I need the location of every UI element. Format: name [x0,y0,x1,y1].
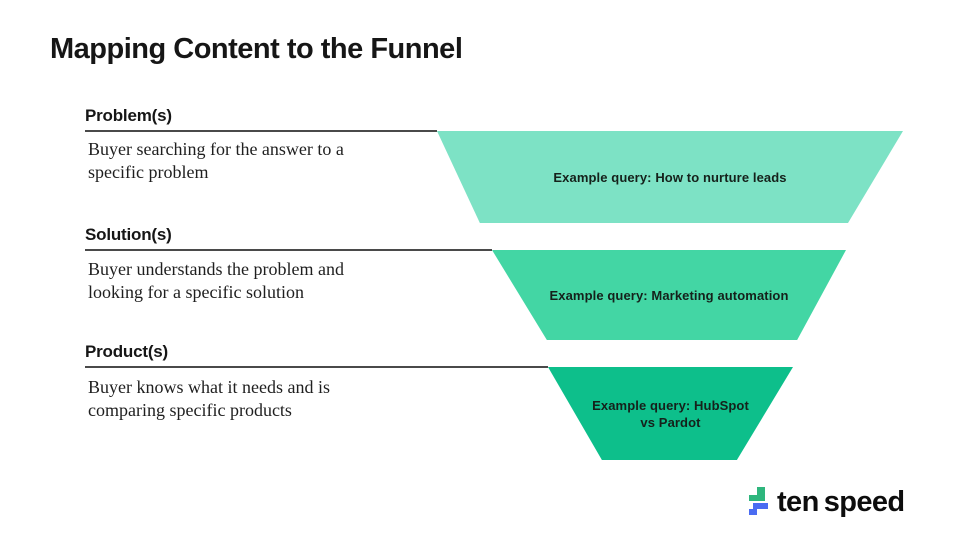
logo-mark-green [749,487,765,501]
logo-mark-blue [749,503,768,515]
funnel-stage-label-problems: Example query: How to nurture leads [553,169,787,185]
funnel-stage-problems: Example query: How to nurture leads [437,131,903,223]
funnel-stage-label-products: Example query: HubSpot vs Pardot [592,397,749,430]
funnel-stage-solutions: Example query: Marketing automation [492,250,846,340]
stage-rule-problems [85,130,437,132]
stage-description-products: Buyer knows what it needs and is compari… [88,377,330,420]
stage-heading-products: Product(s) [85,342,169,361]
stage-rule-solutions [85,249,492,251]
stage-heading-solutions: Solution(s) [85,225,172,244]
tenspeed-logo: ten speed [749,487,905,517]
tenspeed-logo-icon [749,487,769,517]
page-title: Mapping Content to the Funnel [50,33,463,65]
funnel-stage-products: Example query: HubSpot vs Pardot [548,367,793,460]
funnel-stage-label-solutions: Example query: Marketing automation [549,287,789,303]
stage-heading-problems: Problem(s) [85,106,172,125]
wordmark-speed: speed [823,485,905,518]
tenspeed-wordmark: ten speed [777,485,905,518]
stage-rule-products [85,366,548,368]
stage-description-solutions: Buyer understands the problem and lookin… [88,259,344,302]
wordmark-ten: ten [777,485,819,518]
stage-description-problems: Buyer searching for the answer to a spec… [88,139,344,182]
